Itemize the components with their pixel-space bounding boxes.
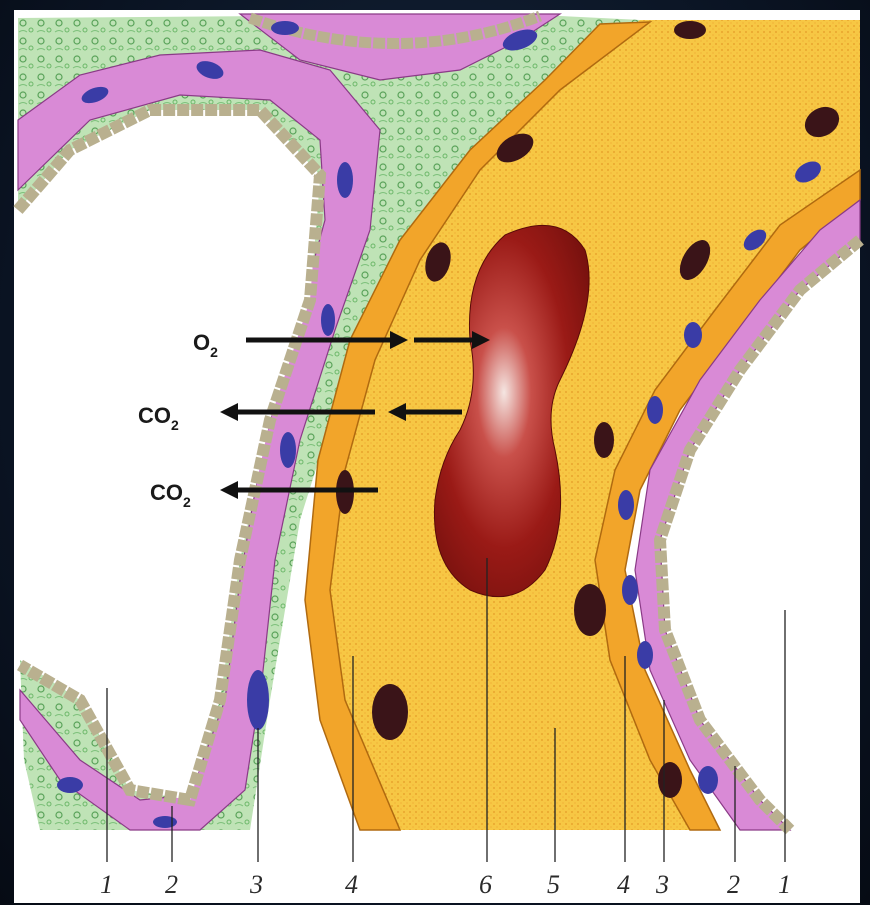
- number-labels: 1 2 3 4 6 5 4 3 2 1: [100, 870, 791, 899]
- label-3-left: 3: [249, 870, 263, 899]
- label-5: 5: [547, 870, 560, 899]
- label-4-right: 4: [617, 870, 630, 899]
- label-4-left: 4: [345, 870, 358, 899]
- label-3-right: 3: [655, 870, 669, 899]
- label-2-left: 2: [165, 870, 178, 899]
- label-1-right: 1: [778, 870, 791, 899]
- label-6: 6: [479, 870, 492, 899]
- label-1-left: 1: [100, 870, 113, 899]
- label-2-right: 2: [727, 870, 740, 899]
